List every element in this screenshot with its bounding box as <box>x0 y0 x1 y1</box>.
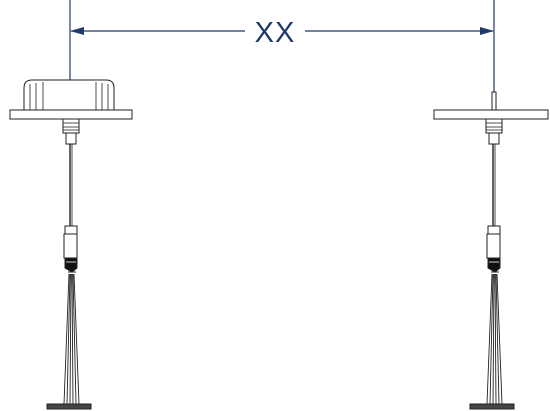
left-connector <box>62 118 80 134</box>
left-mounting-plate <box>9 109 133 120</box>
right-base-foot <box>469 403 515 410</box>
left-antenna-housing <box>23 79 115 111</box>
left-base-foot <box>46 403 92 410</box>
left-housing-ribs <box>29 82 109 110</box>
right-cable-lower <box>486 273 503 405</box>
dimension-label: XX <box>245 14 305 52</box>
right-whip-tip <box>491 91 497 111</box>
right-antenna-assembly <box>433 91 549 410</box>
left-cable-lower <box>63 273 80 405</box>
left-inline-fitting <box>64 225 78 235</box>
left-fitting-grip <box>64 257 78 273</box>
right-connector <box>485 118 503 134</box>
right-inline-fitting <box>487 225 501 235</box>
left-antenna-assembly <box>9 79 133 410</box>
right-fitting-grip <box>487 257 501 273</box>
right-mounting-plate <box>433 109 549 120</box>
